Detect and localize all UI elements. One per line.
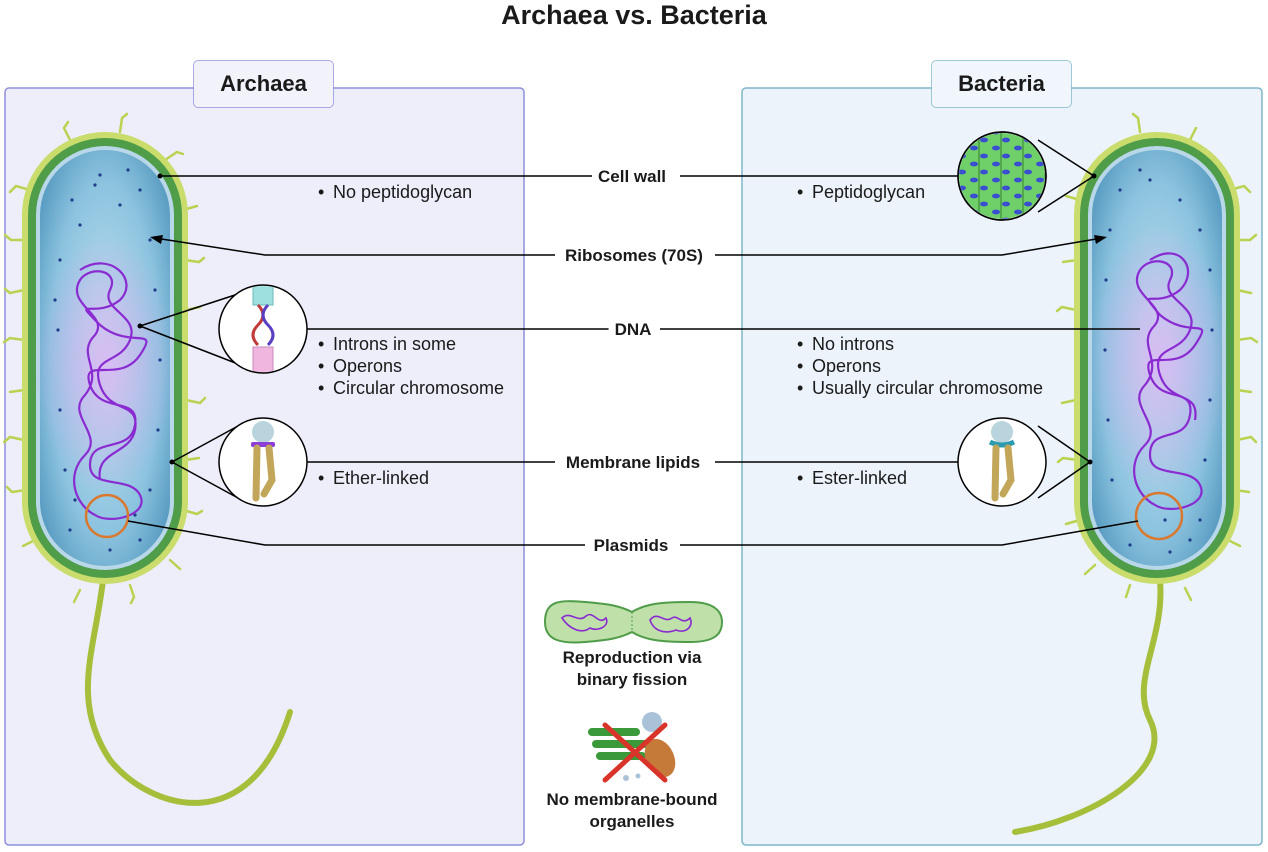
ribosome-arrow-left (150, 235, 163, 244)
archaea-flagellum (84, 577, 293, 806)
bacteria-lipid-note: Ester-linked (797, 467, 907, 489)
dna-magnifier (218, 284, 308, 374)
label-plasmids: Plasmids (587, 536, 675, 556)
archaea-dna (73, 262, 148, 520)
bacteria-title: Bacteria (932, 61, 1071, 107)
bacteria-flagellum (1012, 577, 1164, 835)
bacteria-cell (1012, 112, 1259, 835)
bacteria-lipid-notes: Ester-linked (797, 467, 907, 489)
reproduction-caption-line: Reproduction via (562, 648, 702, 667)
label-dna: DNA (608, 320, 658, 340)
page-title: Archaea vs. Bacteria (501, 0, 767, 30)
ribosome-line-right (715, 237, 1103, 256)
plasmid-line-left (127, 520, 585, 546)
archaea-cell (2, 112, 293, 806)
archaea-plasmid (84, 493, 130, 539)
bacteria-dna-note: No introns (797, 333, 1043, 355)
archaea-dna-note: Introns in some (318, 333, 504, 355)
label-ribosomes: Ribosomes (70S) (559, 246, 709, 266)
archaea-lipid-note: Ether-linked (318, 467, 429, 489)
peptidoglycan-magnifier (957, 131, 1047, 221)
archaea-nucleoid-glow (35, 235, 175, 495)
organelles-caption-line: organelles (589, 812, 675, 831)
archaea-dna-notes: Introns in some Operons Circular chromos… (318, 333, 504, 399)
organelles-caption-line: No membrane-bound (546, 790, 718, 809)
bacteria-cell-wall-notes: Peptidoglycan (797, 181, 925, 203)
bacteria-ribosomes (1103, 168, 1214, 554)
organelles-caption: No membrane-bound organelles (522, 789, 742, 833)
ribosome-line-left (154, 237, 555, 256)
label-membrane-lipids: Membrane lipids (559, 453, 707, 473)
archaea-ribosomes (53, 168, 162, 552)
reproduction-caption: Reproduction via binary fission (532, 647, 732, 691)
bacteria-plasmid (1134, 491, 1184, 541)
bacteria-cell-wall-note: Peptidoglycan (797, 181, 925, 203)
archaea-dna-note: Operons (318, 355, 504, 377)
bacteria-dna-notes: No introns Operons Usually circular chro… (797, 333, 1043, 399)
archaea-dna-note: Circular chromosome (318, 377, 504, 399)
ribosome-arrow-right (1094, 235, 1107, 244)
archaea-lipid-magnifier (218, 417, 308, 507)
bacteria-dna-note: Operons (797, 355, 1043, 377)
archaea-cell-wall-note: No peptidoglycan (318, 181, 472, 203)
label-cell-wall: Cell wall (591, 167, 673, 187)
archaea-cell-wall-notes: No peptidoglycan (318, 181, 472, 203)
archaea-lipid-notes: Ether-linked (318, 467, 429, 489)
bacteria-lipid-magnifier (957, 417, 1047, 507)
bacteria-dna (1133, 252, 1204, 510)
no-organelles-icon (588, 712, 676, 783)
callout-lines (127, 139, 1140, 546)
archaea-pili (2, 112, 207, 605)
callout-arrowheads (137, 173, 1107, 465)
binary-fission-icon (543, 600, 724, 644)
bacteria-dna-note: Usually circular chromosome (797, 377, 1043, 399)
plasmid-line-right (680, 520, 1139, 546)
reproduction-caption-line: binary fission (576, 670, 688, 689)
archaea-title: Archaea (194, 61, 333, 107)
